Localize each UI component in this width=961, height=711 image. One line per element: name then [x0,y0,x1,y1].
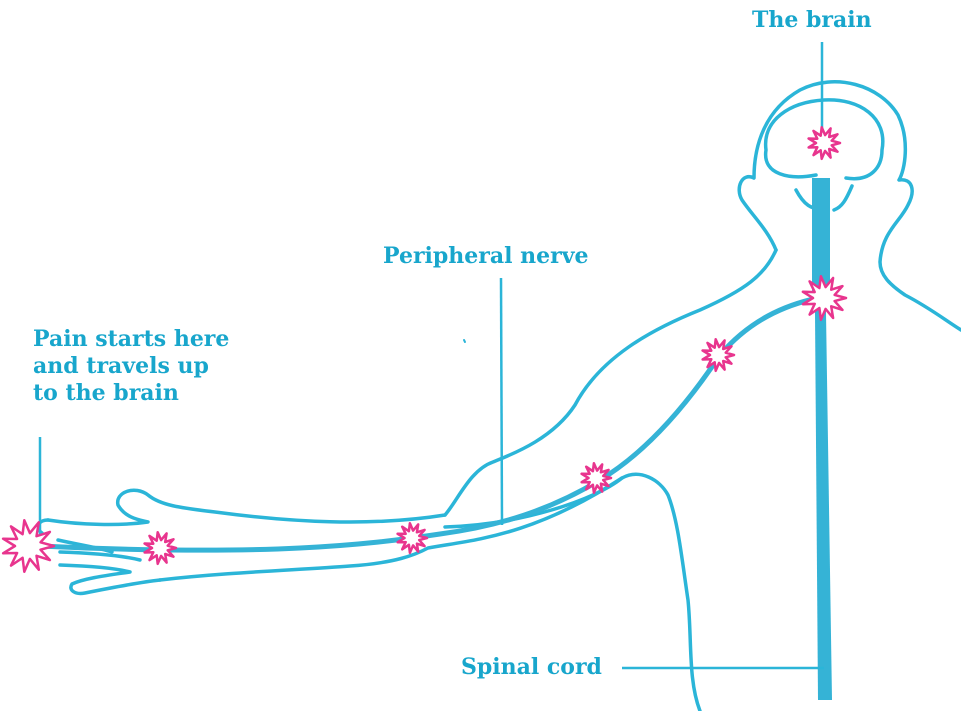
pain-burst-icon [809,127,840,159]
head-outline [739,82,961,330]
peripheral-leader-line [501,278,502,525]
pain-origin-line: and travels up [33,353,229,380]
spinal-cord-label: Spinal cord [461,654,602,681]
pain-origin-line: to the brain [33,380,229,407]
pain-origin-label: Pain starts here and travels up to the b… [33,326,229,407]
peripheral-nerve-label: Peripheral nerve [383,243,589,270]
pain-origin-line: Pain starts here [33,326,229,353]
hand-outline [38,520,160,593]
forearm-outline [48,490,445,524]
pain-burst-icon [3,520,54,571]
brain-label: The brain [752,7,872,34]
